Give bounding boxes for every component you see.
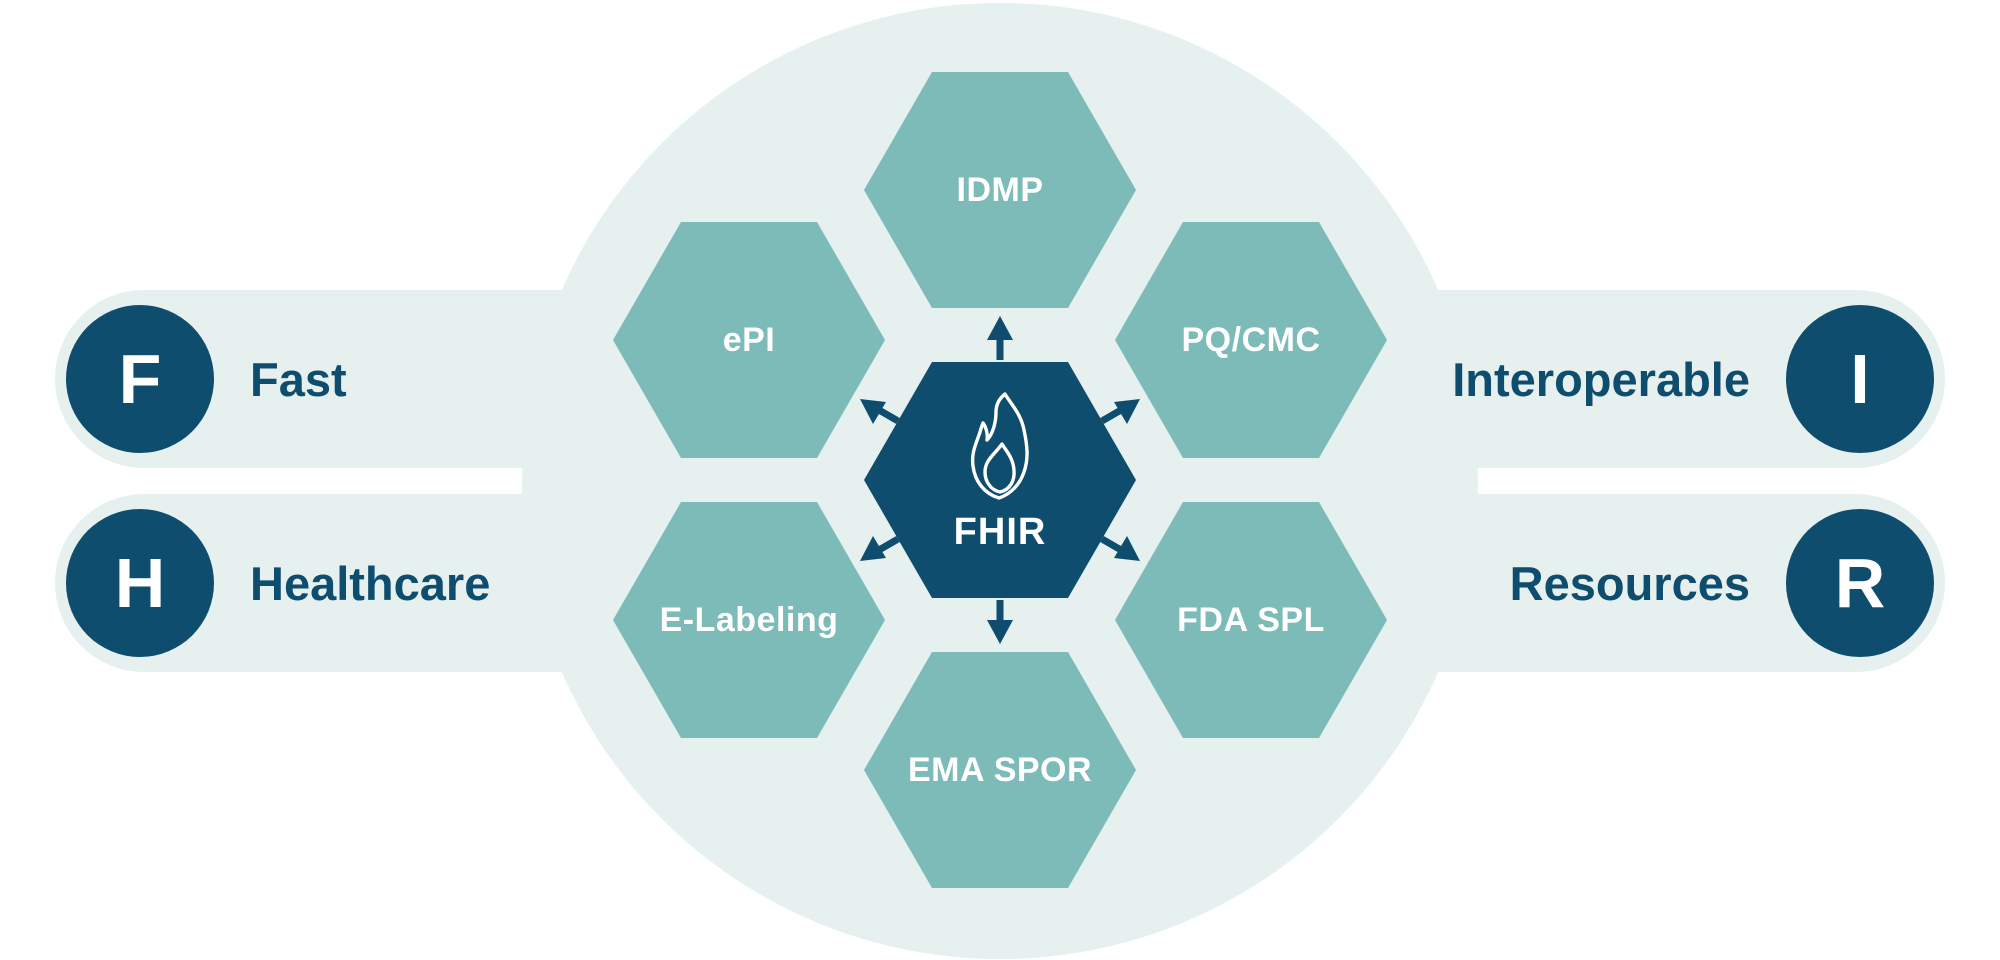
badge-letter: H [114, 544, 166, 622]
badge-letter: F [118, 340, 162, 418]
badge-letter: I [1850, 340, 1870, 418]
hexagon-label: IDMP [956, 170, 1044, 209]
hexagon-pqcmc: PQ/CMC [1115, 222, 1387, 458]
flame-icon [970, 392, 1029, 500]
letter-badge-r: R [1786, 509, 1934, 657]
letter-badge-i: I [1786, 305, 1934, 453]
hexagon-label: E-Labeling [659, 600, 839, 639]
letter-badge-f: F [66, 305, 214, 453]
badge-letter: R [1834, 544, 1886, 622]
hexagon-label: EMA SPOR [907, 750, 1093, 789]
letter-badge-h: H [66, 509, 214, 657]
acronym-word-interoperable: Interoperable [1452, 352, 1750, 406]
hexagon-label: ePI [722, 320, 776, 359]
hexagon-label: FHIR [953, 511, 1047, 553]
hexagon-fdaspl: FDA SPL [1115, 502, 1387, 738]
acronym-word-healthcare: Healthcare [250, 556, 491, 610]
hexagon-label: FDA SPL [1177, 600, 1325, 639]
hexagon-label: PQ/CMC [1181, 320, 1321, 359]
acronym-word-resources: Resources [1509, 556, 1750, 610]
acronym-word-fast: Fast [250, 352, 347, 406]
